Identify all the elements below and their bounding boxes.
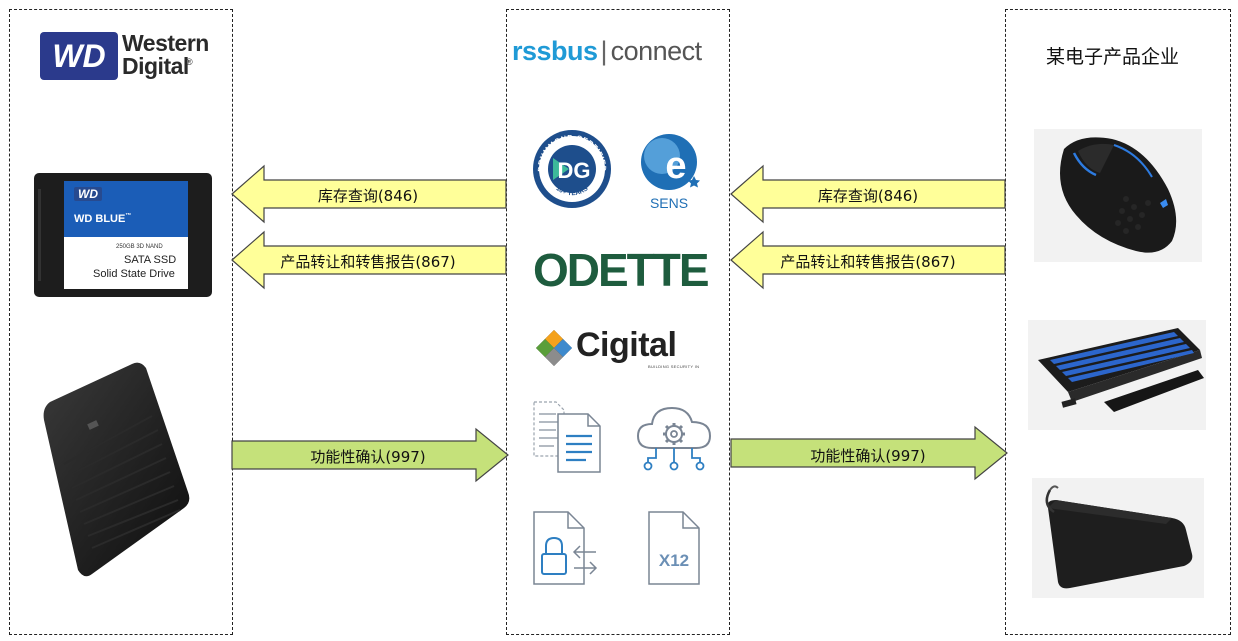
svg-text:e: e — [665, 145, 686, 187]
gaming-mouse-icon — [1060, 137, 1177, 253]
flow-arrow-inventory-left — [231, 164, 507, 224]
flow-arrow-functional-left — [231, 427, 509, 483]
cigital-mark-icon — [536, 330, 572, 366]
x12-document-icon: X12 — [648, 511, 700, 585]
cigital-logo: Cigital BUILDING SECURITY IN — [534, 326, 714, 370]
mouse-pad-photo — [1032, 478, 1204, 598]
flow-label-inventory-left: 库存查询(846) — [317, 187, 419, 205]
wd-logo-line1: Western — [122, 30, 209, 56]
drummond-certified-badge-icon: DRUMMOND CERTIFIED DG 10+ YEARS — [533, 130, 611, 208]
wd-blue-ssd: WD WD BLUE™ 250GB 3D NAND SATA SSD Solid… — [34, 173, 212, 297]
rssbus-connect-logo: rssbus|connect — [512, 36, 728, 72]
flow-label-inventory-right: 库存查询(846) — [817, 187, 919, 205]
cigital-tagline: BUILDING SECURITY IN — [648, 364, 700, 369]
western-digital-logo: WD Western Digital ® — [40, 30, 210, 82]
secure-file-transfer-icon — [533, 511, 598, 585]
svg-text:X12: X12 — [659, 551, 689, 570]
keyboard-icon — [1038, 328, 1204, 412]
ssd-series: WD BLUE™ — [74, 213, 131, 225]
flow-label-transfer-right: 产品转让和转售报告(867) — [780, 253, 956, 271]
flow-arrow-inventory-right — [730, 164, 1006, 224]
middle-panel — [506, 9, 730, 635]
odette-logo: ODETTE — [533, 244, 710, 296]
cigital-text: Cigital — [576, 326, 677, 364]
flow-arrow-transfer-left — [231, 230, 507, 290]
documents-icon — [533, 401, 601, 473]
svg-text:DG: DG — [558, 158, 591, 183]
svg-text:WD: WD — [52, 38, 105, 74]
keyboard-photo — [1028, 320, 1206, 430]
rssbus-separator: | — [600, 36, 608, 66]
rssbus-product: connect — [610, 36, 703, 66]
wd-logo-line2: Digital — [122, 53, 189, 79]
external-hard-drive-icon — [43, 362, 190, 577]
cloud-gear-icon — [636, 406, 712, 471]
ssd-desc: Solid State Drive — [93, 268, 175, 280]
flow-label-functional-left: 功能性确认(997) — [310, 448, 426, 466]
flow-arrow-functional-right — [730, 425, 1008, 481]
left-panel — [9, 9, 233, 635]
gaming-mouse-photo — [1034, 129, 1202, 262]
ssd-series-text: WD BLUE — [74, 213, 126, 225]
flow-arrow-transfer-right — [730, 230, 1006, 290]
right-party-title: 某电子产品企业 — [1046, 46, 1180, 68]
right-panel — [1005, 9, 1231, 635]
ssd-series-tm: ™ — [125, 213, 132, 219]
sens-logo-icon: e SENS — [641, 134, 700, 211]
svg-text:SENS: SENS — [650, 195, 688, 211]
mouse-pad-icon — [1045, 485, 1193, 589]
flow-label-functional-right: 功能性确认(997) — [810, 447, 926, 465]
wd-logo-mark-icon: WD — [40, 32, 118, 80]
flow-label-transfer-left: 产品转让和转售报告(867) — [280, 253, 456, 271]
wd-logo-reg: ® — [186, 57, 193, 67]
ssd-capacity: 250GB 3D NAND — [116, 244, 163, 250]
ssd-type: SATA SSD — [124, 254, 177, 266]
rssbus-brand: rssbus — [512, 36, 598, 66]
ssd-brand: WD — [74, 187, 102, 201]
